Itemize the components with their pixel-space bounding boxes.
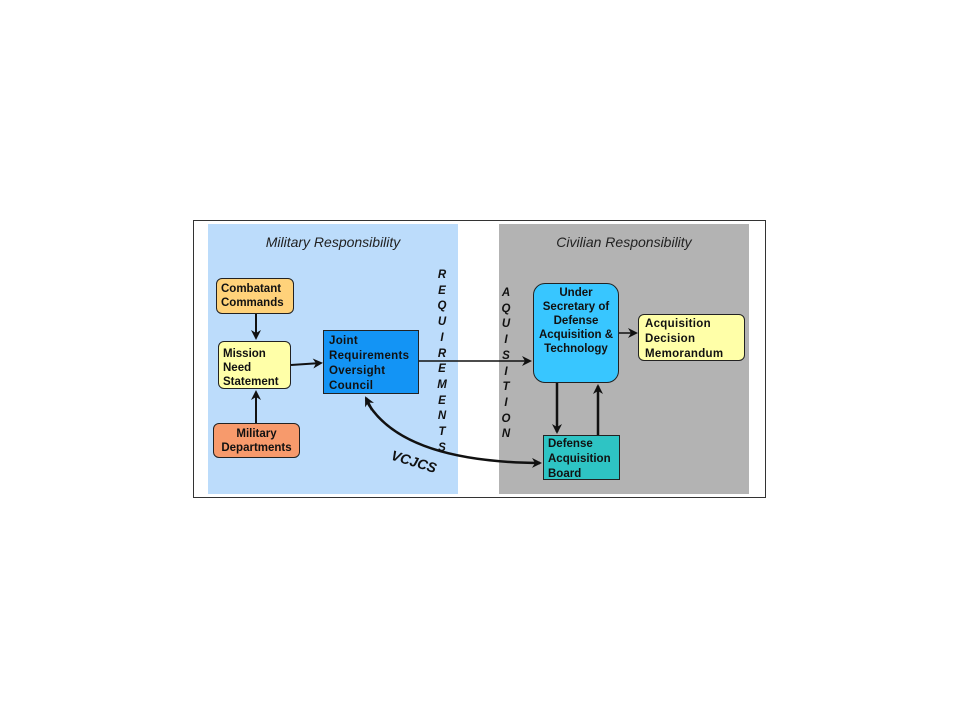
defense-acquisition-board-box: Defense Acquisition Board <box>543 435 620 480</box>
acquisition-letter: A <box>501 287 511 299</box>
jroc-box: Joint Requirements Oversight Council <box>323 330 419 394</box>
arrow-mns-to-jroc <box>290 358 323 369</box>
usd-at-box: Under Secretary of Defense Acquisition &… <box>533 283 619 383</box>
requirements-letter: E <box>438 394 446 407</box>
acquisition-letter: I <box>504 365 508 378</box>
acquisition-letter: T <box>502 381 510 394</box>
acquisition-letter: O <box>501 412 511 425</box>
requirements-letter: U <box>437 316 447 329</box>
acquisition-letter: Q <box>501 302 511 315</box>
acquisition-letter: I <box>504 334 508 347</box>
requirements-letter: N <box>437 410 447 423</box>
requirements-letter: S <box>438 441 446 454</box>
requirements-letter: E <box>438 284 446 297</box>
requirements-letter: T <box>438 426 446 439</box>
requirements-letter: E <box>438 363 446 376</box>
arrow-vcjcs-link <box>364 399 542 468</box>
acquisition-letter: N <box>501 428 511 441</box>
requirements-letter: R <box>437 347 447 360</box>
requirements-letter: R <box>437 269 447 281</box>
civilian-panel-title: Civilian Responsibility <box>556 234 692 250</box>
mission-need-statement-box: Mission Need Statement <box>218 341 291 389</box>
acquisition-letter: S <box>502 349 510 362</box>
acquisition-letter: I <box>504 396 508 409</box>
military-departments-box: Military Departments <box>213 423 300 458</box>
requirements-letter: I <box>440 331 444 344</box>
requirements-letter: M <box>437 378 447 391</box>
requirements-letter: Q <box>437 300 447 313</box>
combatant-commands-box: Combatant Commands <box>216 278 294 314</box>
military-panel-title: Military Responsibility <box>265 234 401 250</box>
acquisition-letter: U <box>501 318 511 331</box>
acquisition-decision-memorandum-box: Acquisition Decision Memorandum <box>638 314 745 361</box>
